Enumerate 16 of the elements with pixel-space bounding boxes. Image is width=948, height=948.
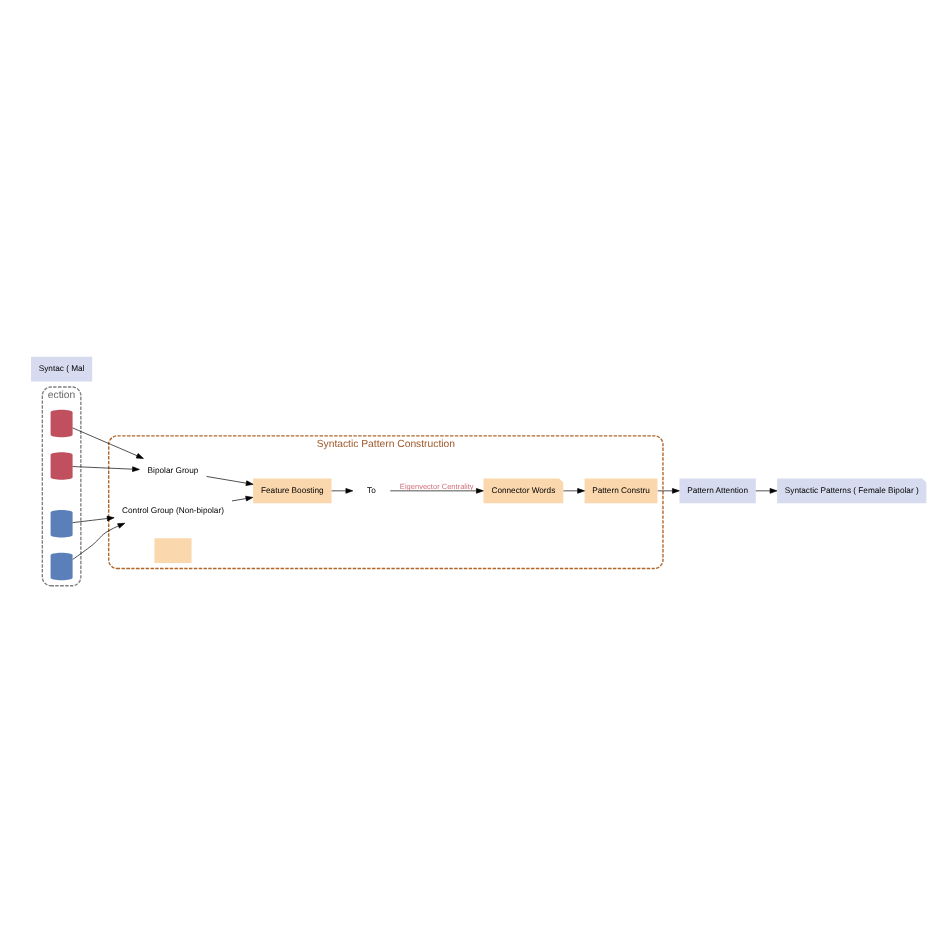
- arrow: [657, 488, 680, 494]
- arrow: [755, 488, 778, 494]
- node-cylinder: [50, 452, 73, 480]
- arrow: [206, 476, 254, 486]
- node-cylinder: [50, 552, 73, 581]
- arrow: [72, 427, 144, 459]
- node-cylinder: [50, 409, 73, 438]
- node-box: [154, 538, 192, 564]
- arrow: [231, 495, 254, 502]
- arrow: [72, 522, 126, 560]
- arrow: [72, 466, 140, 472]
- arrow: [331, 488, 354, 494]
- arrow: [389, 488, 484, 494]
- arrow: [563, 488, 585, 494]
- arrow: [72, 515, 115, 523]
- node-cylinder: [50, 510, 73, 538]
